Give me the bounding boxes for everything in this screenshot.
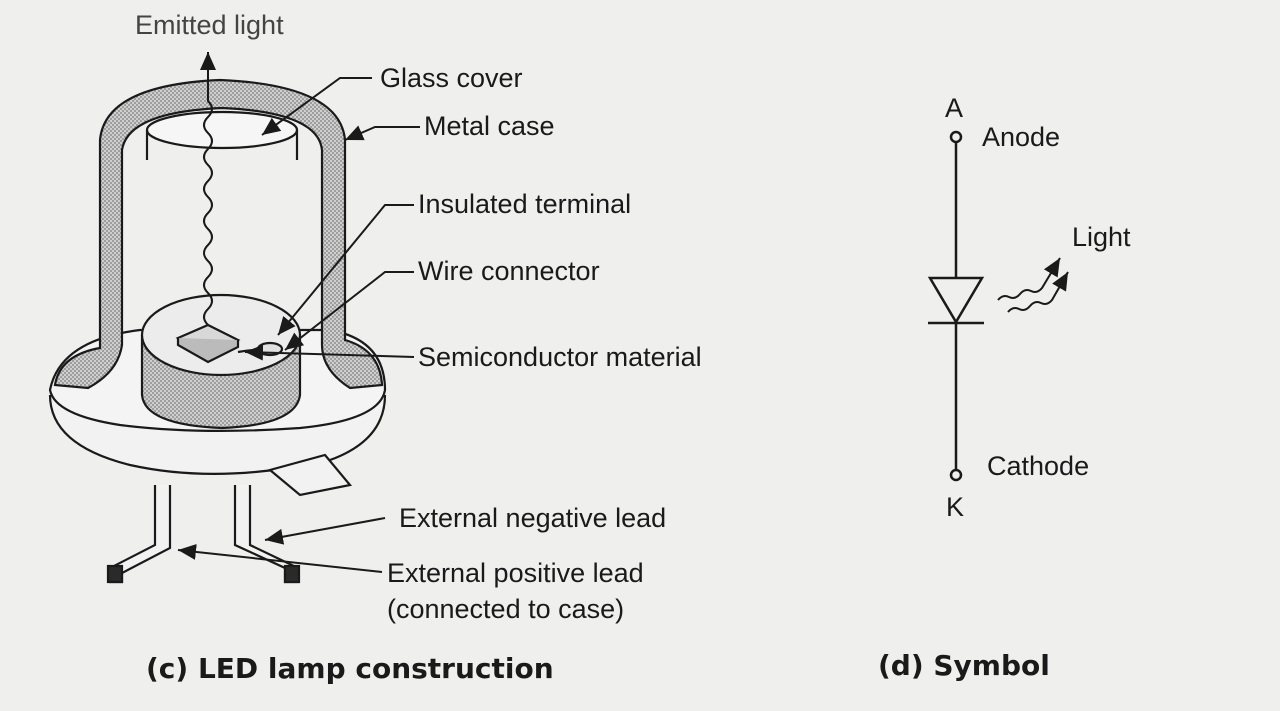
construction-caption: (c) LED lamp construction bbox=[146, 652, 554, 685]
metal-case bbox=[53, 78, 384, 390]
base-tab bbox=[267, 453, 353, 497]
symbol-caption: (d) Symbol bbox=[878, 649, 1050, 682]
light-label: Light bbox=[1072, 222, 1131, 252]
leader-lines bbox=[177, 77, 420, 573]
insulated-terminal-label: Insulated terminal bbox=[418, 189, 632, 219]
external-negative-lead-label: External negative lead bbox=[399, 503, 667, 533]
semiconductor-material-label: Semiconductor material bbox=[418, 342, 702, 372]
cathode-label: Cathode bbox=[987, 451, 1090, 481]
glass-cover-label: Glass cover bbox=[380, 63, 523, 93]
cathode-terminal bbox=[949, 468, 963, 482]
external-positive-lead-label: External positive lead bbox=[387, 558, 644, 588]
emitted-light-ray bbox=[203, 55, 213, 326]
anode-label: Anode bbox=[982, 122, 1061, 152]
led-symbol bbox=[927, 130, 1069, 482]
metal-case-label: Metal case bbox=[424, 111, 555, 141]
diode-triangle bbox=[927, 276, 985, 325]
anode-terminal bbox=[949, 130, 963, 144]
glass-cover bbox=[145, 110, 299, 150]
wire-connector-label: Wire connector bbox=[418, 256, 600, 286]
external-positive-lead-note: (connected to case) bbox=[387, 594, 625, 624]
led-lamp bbox=[48, 52, 387, 584]
emitted-light-label: Emitted light bbox=[135, 10, 284, 40]
anode-letter: A bbox=[945, 93, 964, 123]
cathode-letter: K bbox=[946, 492, 965, 522]
